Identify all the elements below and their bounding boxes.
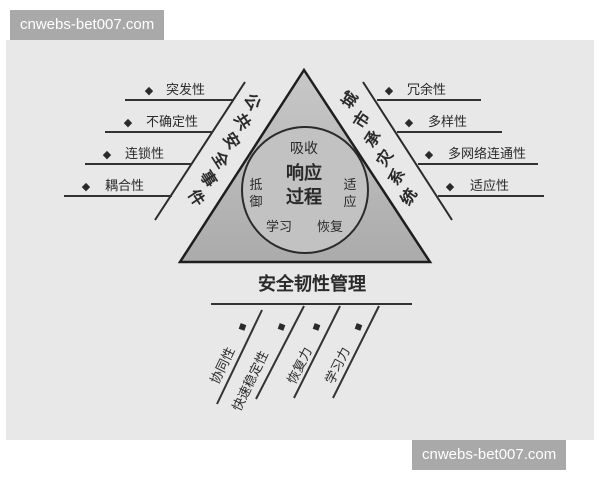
bullet-icon: ◆ — [385, 84, 394, 97]
center-adapt-2: 应 — [343, 194, 356, 210]
bullet-icon: ◆ — [124, 116, 133, 129]
right-item-2: 多网络连通性 — [448, 146, 526, 162]
bullet-icon: ◆ — [82, 180, 91, 193]
left-item-1: 不确定性 — [146, 115, 198, 130]
right-item-3: 适应性 — [470, 178, 509, 194]
watermark-top: cnwebs-bet007.com — [10, 10, 165, 40]
center-main-2: 过程 — [286, 186, 322, 208]
right-item-0: 冗余性 — [407, 82, 446, 98]
bullet-icon: ◆ — [275, 319, 289, 335]
bullet-icon: ◆ — [425, 148, 434, 161]
center-resist-2: 御 — [249, 195, 262, 210]
bottom-diagonals — [216, 305, 380, 405]
bullet-icon: ◆ — [236, 319, 250, 335]
left-item-0: 突发性 — [166, 82, 205, 98]
right-band-line — [362, 81, 453, 221]
bullet-icon: ◆ — [310, 319, 324, 335]
bullet-icon: ◆ — [446, 180, 455, 193]
right-item-1: 多样性 — [428, 114, 467, 130]
center-learn: 学习 — [266, 219, 292, 235]
center-resist-1: 抵 — [249, 178, 262, 193]
bottom-item-0: 协同性 — [208, 345, 239, 387]
bullet-icon: ◆ — [405, 116, 414, 129]
bullet-icon: ◆ — [103, 148, 112, 161]
center-absorb: 吸收 — [290, 141, 318, 157]
watermark-bottom: cnwebs-bet007.com — [412, 440, 567, 470]
bottom-title: 安全韧性管理 — [258, 273, 366, 295]
center-main-1: 响应 — [286, 162, 322, 184]
left-item-3: 耦合性 — [105, 179, 144, 194]
center-adapt-1: 适 — [343, 178, 356, 193]
left-band-label: 公 共 安 全 事 件 — [184, 90, 265, 210]
right-items: ◆ 冗余性 ◆ 多样性 ◆ 多网络连通性 ◆ 适应性 — [377, 82, 544, 197]
center-recover: 恢复 — [317, 220, 343, 235]
response-process-circle — [241, 126, 369, 254]
svg-text:公: 公 — [240, 90, 265, 114]
left-item-2: 连锁性 — [125, 146, 164, 162]
left-items: ◆ 突发性 ◆ 不确定性 ◆ 连锁性 ◆ 耦合性 — [64, 82, 233, 197]
bullet-icon: ◆ — [145, 84, 154, 97]
bullet-icon: ◆ — [352, 319, 366, 335]
